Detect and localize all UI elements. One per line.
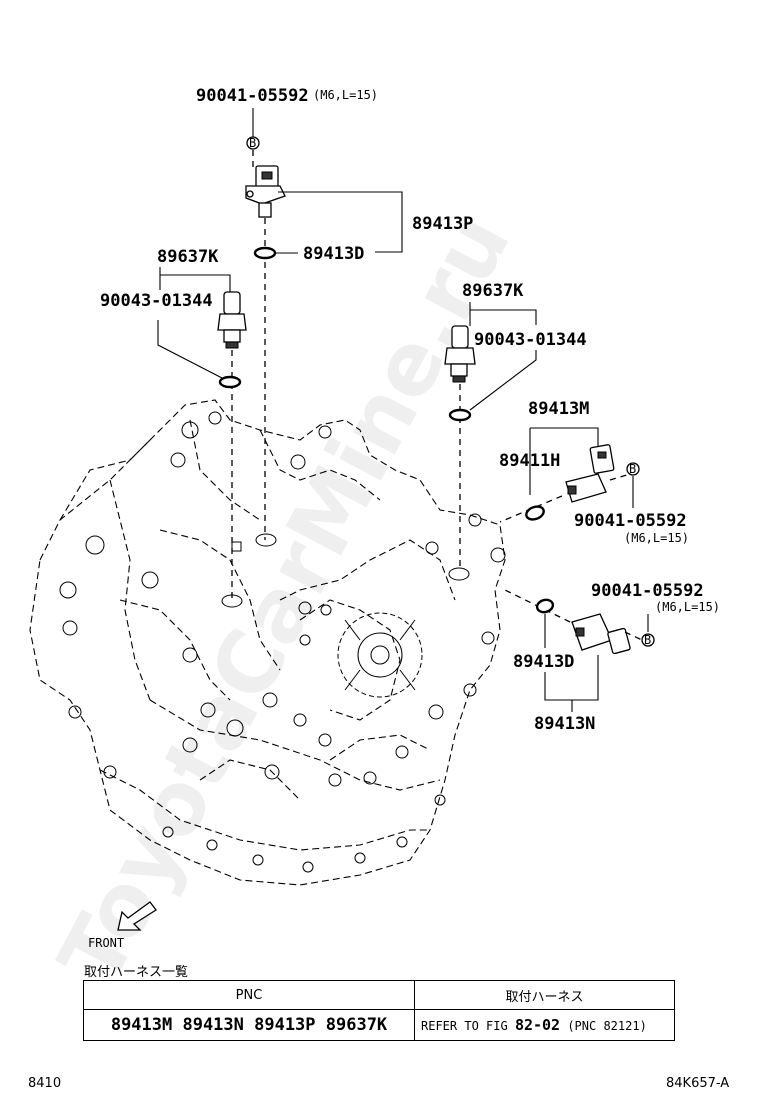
callout-89411h[interactable]: 89411H [499, 451, 560, 471]
figure-code: 84K657-A [666, 1076, 730, 1091]
pnc-list[interactable]: 89413M 89413N 89413P 89637K [83, 1009, 415, 1041]
page-number: 8410 [28, 1076, 62, 1091]
col-harness: 取付ハーネス [414, 980, 675, 1010]
callout-bolt-mid-spec: (M6,L=15) [624, 531, 689, 545]
callout-bolt-low-spec: (M6,L=15) [655, 600, 720, 614]
oring-right[interactable] [448, 408, 472, 422]
bolt-marker-b: B [249, 136, 256, 150]
callout-89413d-low[interactable]: 89413D [513, 652, 574, 672]
callout-89637k-left[interactable]: 89637K [157, 247, 219, 267]
callout-89413n[interactable]: 89413N [534, 714, 595, 734]
leader-89637k-left [159, 267, 231, 292]
callout-90043-left[interactable]: 90043-01344 [100, 291, 213, 311]
leader-89637k-right [469, 302, 537, 326]
callout-89413m[interactable]: 89413M [528, 399, 589, 419]
harness-table: PNC 取付ハーネス 89413M 89413N 89413P 89637K R… [83, 980, 675, 1041]
callout-90041-top[interactable]: 90041-05592 [196, 86, 309, 106]
table-header-row: PNC 取付ハーネス [83, 980, 675, 1010]
callout-bolt-top-spec: (M6,L=15) [313, 88, 378, 102]
bolt-marker-b-mid: B [629, 462, 636, 476]
callout-89413d-top[interactable]: 89413D [303, 244, 364, 264]
gasket-low[interactable] [535, 598, 555, 614]
bolt-marker-b-low: B [644, 633, 651, 647]
pressure-switch-right[interactable] [444, 325, 476, 570]
ref-fig-link[interactable]: 82-02 [514, 1016, 561, 1034]
ref-text: REFER TO FIG [421, 1019, 508, 1033]
callout-90041-low[interactable]: 90041-05592 [591, 581, 704, 601]
watermark: ToyotaCarMine.ru [40, 198, 530, 1000]
callout-89637k-right[interactable]: 89637K [462, 281, 524, 301]
leader-90043-left [157, 320, 223, 379]
gasket-top[interactable] [253, 246, 277, 260]
leader-89413m [529, 427, 599, 495]
oring-left[interactable] [218, 375, 242, 389]
transmission-housing [29, 399, 506, 886]
front-arrow-icon [117, 901, 157, 931]
leader-89413n [544, 655, 599, 712]
pressure-switch-left[interactable] [217, 291, 247, 600]
leader-90043-right [469, 350, 537, 411]
speed-sensor-top[interactable]: B [245, 108, 286, 540]
callout-90041-mid[interactable]: 90041-05592 [574, 511, 687, 531]
harness-reference[interactable]: REFER TO FIG 82-02 (PNC 82121) [414, 1009, 675, 1041]
table-row: 89413M 89413N 89413P 89637K REFER TO FIG… [83, 1009, 675, 1041]
gasket-mid[interactable] [524, 504, 545, 521]
ref-pnc: (PNC 82121) [567, 1019, 647, 1033]
leader-89413p [278, 191, 403, 253]
col-pnc: PNC [83, 980, 415, 1010]
callout-89413p[interactable]: 89413P [412, 214, 473, 234]
front-label: FRONT [88, 936, 125, 950]
callout-90043-right[interactable]: 90043-01344 [474, 330, 587, 350]
harness-table-caption: 取付ハーネス一覧 [84, 965, 189, 980]
